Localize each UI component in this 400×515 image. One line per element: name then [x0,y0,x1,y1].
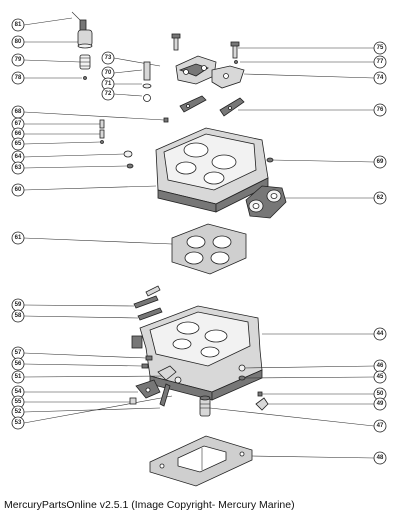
fuel-fitting-part [199,395,211,417]
callout-56[interactable]: 56 [11,357,143,371]
svg-text:44: 44 [377,331,384,337]
spring-part [79,54,91,80]
svg-text:74: 74 [377,75,384,81]
small-screw-parts [142,61,152,102]
callout-66[interactable]: 66 [11,127,100,141]
image-caption: MercuryPartsOnline v2.5.1 (Image Copyrig… [4,499,295,511]
callout-51[interactable]: 51 [11,370,167,384]
svg-text:81: 81 [15,22,22,28]
callout-49[interactable]: 49 [266,397,387,411]
svg-text:69: 69 [377,159,384,165]
svg-text:51: 51 [15,374,22,380]
small-nut-part [266,157,274,163]
svg-text:76: 76 [377,107,384,113]
svg-text:56: 56 [15,361,22,367]
callout-72[interactable]: 72 [101,87,143,101]
callout-81[interactable]: 81 [11,17,73,32]
svg-text:62: 62 [377,195,384,201]
callout-60[interactable]: 60 [11,183,157,197]
svg-text:79: 79 [15,57,22,63]
svg-text:52: 52 [15,409,22,415]
svg-text:53: 53 [15,420,22,426]
svg-text:64: 64 [15,154,22,160]
svg-text:61: 61 [15,235,22,241]
callout-54[interactable]: 54 [11,385,138,399]
callout-58[interactable]: 58 [11,309,139,323]
svg-text:58: 58 [15,313,22,319]
svg-text:47: 47 [377,423,384,429]
bracket-plate-left [179,95,207,113]
svg-text:46: 46 [377,363,384,369]
svg-text:66: 66 [15,131,22,137]
svg-text:73: 73 [105,55,112,61]
svg-text:67: 67 [15,121,22,127]
svg-text:48: 48 [377,455,384,461]
callout-50[interactable]: 50 [262,387,387,401]
pump-lever-parts [129,355,182,407]
callout-44[interactable]: 44 [262,327,387,341]
needle-valve-part [71,11,93,49]
small-pins-parts [99,117,169,169]
jet-screws-parts [133,285,163,321]
callout-64[interactable]: 64 [11,150,125,164]
callout-69[interactable]: 69 [271,155,387,169]
svg-text:49: 49 [377,401,384,407]
callout-80[interactable]: 80 [11,35,78,49]
air-horn-gasket [171,223,247,275]
callout-78[interactable]: 78 [11,71,82,85]
callout-59[interactable]: 59 [11,298,135,312]
svg-text:45: 45 [377,374,384,380]
callout-77[interactable]: 77 [240,55,387,69]
callout-45[interactable]: 45 [243,370,387,384]
svg-text:59: 59 [15,302,22,308]
svg-text:71: 71 [105,81,112,87]
callout-62[interactable]: 62 [284,191,387,205]
small-right-parts [238,364,269,411]
callout-75[interactable]: 75 [238,41,387,55]
air-horn-body [155,127,269,213]
callout-52[interactable]: 52 [11,405,161,419]
svg-text:54: 54 [15,389,22,395]
svg-text:70: 70 [105,70,112,76]
callout-57[interactable]: 57 [11,346,147,360]
svg-text:75: 75 [377,45,384,51]
callout-46[interactable]: 46 [243,359,387,373]
callout-53[interactable]: 53 [11,395,173,430]
svg-text:60: 60 [15,187,22,193]
callout-48[interactable]: 48 [251,451,387,465]
svg-text:57: 57 [15,350,22,356]
svg-text:77: 77 [377,59,384,65]
callout-74[interactable]: 74 [243,71,387,85]
screw-part-top-center [171,33,181,51]
bracket-plate-right [219,97,245,117]
fuel-bowl-float-part [245,185,287,219]
base-gasket [149,435,253,487]
callout-47[interactable]: 47 [209,407,387,433]
svg-text:50: 50 [377,391,384,397]
svg-text:55: 55 [15,399,22,405]
svg-text:68: 68 [15,109,22,115]
screw-part-right-top [230,41,240,64]
svg-text:63: 63 [15,165,22,171]
callout-79[interactable]: 79 [11,53,81,67]
callout-65[interactable]: 65 [11,137,101,151]
callout-55[interactable]: 55 [11,395,132,409]
callout-61[interactable]: 61 [11,231,173,245]
callout-67[interactable]: 67 [11,117,100,131]
linkage-cluster-part [175,55,245,89]
svg-text:78: 78 [15,75,22,81]
svg-text:65: 65 [15,141,22,147]
callout-63[interactable]: 63 [11,161,127,175]
svg-text:80: 80 [15,39,22,45]
callout-71[interactable]: 71 [101,77,142,91]
callout-73[interactable]: 73 [101,51,161,67]
callout-68[interactable]: 68 [11,105,165,121]
svg-text:72: 72 [105,91,112,97]
callout-76[interactable]: 76 [238,103,387,117]
callout-70[interactable]: 70 [101,66,143,80]
